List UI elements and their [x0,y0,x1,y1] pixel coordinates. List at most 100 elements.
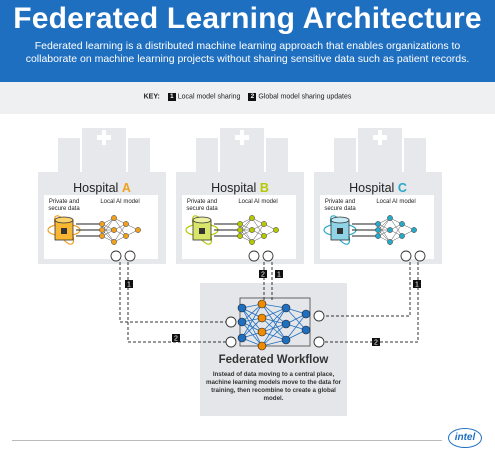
hospital-a-building [38,128,166,264]
data-to-model-arrows [76,223,376,237]
page-title: Federated Learning Architecture [13,2,482,35]
header-banner: Federated Learning Architecture Federate… [0,0,495,82]
key-1-badge: 1 [167,93,176,101]
hospital-c-building [314,128,442,264]
hospital-c-label: Hospital C [318,181,438,195]
svg-text:1: 1 [415,282,419,289]
local-net-node [375,227,381,233]
global-net-edge [261,303,287,341]
local-net-node [111,227,117,233]
local-net-node [237,221,243,227]
local-net-node [261,221,267,227]
global-net-edge [261,303,287,325]
local-net-edge [377,217,391,237]
global-net-edge [261,323,287,347]
global-net-edge [241,303,263,339]
local-net-node [387,227,393,233]
local-net-node [399,221,405,227]
local-net-node [387,239,393,245]
hospital-c-private-label: Private and secure data [324,199,356,212]
hospital-b-private-label: Private and secure data [186,199,218,212]
local-net-node [387,215,393,221]
key-label: KEY: [143,93,160,101]
global-net-node [281,303,291,313]
hospital-b-data-icon [185,215,219,245]
local-net-node [261,233,267,239]
global-net-edge [241,303,263,323]
local-net-node [273,227,279,233]
hospital-b-label: Hospital B [180,181,300,195]
local-net-edge [101,217,115,237]
global-net-node [281,335,291,345]
svg-text:1: 1 [127,282,131,289]
hospital-c-letter: C [397,181,407,195]
local-net-node [237,233,243,239]
global-net-edge [285,313,307,341]
hospital-a-label: Hospital A [42,181,162,195]
lock-icons [110,250,426,348]
local-net-node [249,215,255,221]
global-net-node [237,333,247,343]
hospital-b-building [176,128,304,264]
svg-text:2: 2 [374,340,378,347]
local-net-node [135,227,141,233]
local-net-node [375,233,381,239]
hospital-b-letter: B [259,181,269,195]
local-net-node [111,215,117,221]
global-net-node [301,309,311,319]
global-net-node [257,299,267,309]
key-2-badge: 2 [248,93,257,101]
global-net-node [301,325,311,335]
global-net-edge [241,321,263,347]
local-net-node [111,239,117,245]
local-model-networks [99,215,417,245]
step-badges: 1 2 2 1 1 2 [125,270,421,347]
global-net-node [257,327,267,337]
global-net-edge [261,317,287,341]
local-net-node [399,233,405,239]
key-2-text: Global model sharing updates [258,93,352,101]
local-net-edge [239,217,253,237]
workflow-title: Federated Workflow [218,354,329,366]
hospital-a-prefix: Hospital [73,181,119,195]
global-net-edge [261,307,287,333]
global-net-node [237,317,247,327]
local-net-edge [389,223,403,243]
workflow-description: Instead of data moving to a central plac… [205,371,342,402]
local-net-node [99,227,105,233]
hospital-c-model-label: Local AI model [376,199,416,205]
global-net-node [257,341,267,351]
global-net-edge [261,307,287,319]
local-net-node [123,233,129,239]
local-net-edge [251,223,265,243]
local-net-node [375,221,381,227]
page-subtitle: Federated learning is a distributed mach… [25,40,470,65]
global-net-edge [241,317,263,339]
hospital-a-data-icon [47,215,81,245]
svg-text:2: 2 [261,272,265,279]
hospital-b-prefix: Hospital [211,181,257,195]
local-net-node [99,221,105,227]
hospital-a-private-label: Private and secure data [48,199,80,212]
footer-divider [12,440,442,441]
local-net-node [99,233,105,239]
global-net-edge [261,307,287,347]
hospital-c-prefix: Hospital [349,181,395,195]
key-1-text: Local model sharing [177,93,241,101]
global-net-node [281,319,291,329]
svg-text:1: 1 [277,272,281,279]
global-model-network [237,297,311,351]
hospital-a-model-label: Local AI model [100,199,140,205]
hospital-a-letter: A [121,181,131,195]
global-net-node [237,303,247,313]
local-net-node [123,221,129,227]
svg-text:2: 2 [174,336,178,343]
hospital-b-model-label: Local AI model [238,199,278,205]
sharing-connections [119,262,419,343]
local-net-edge [113,223,127,243]
local-net-node [411,227,417,233]
local-net-node [249,239,255,245]
